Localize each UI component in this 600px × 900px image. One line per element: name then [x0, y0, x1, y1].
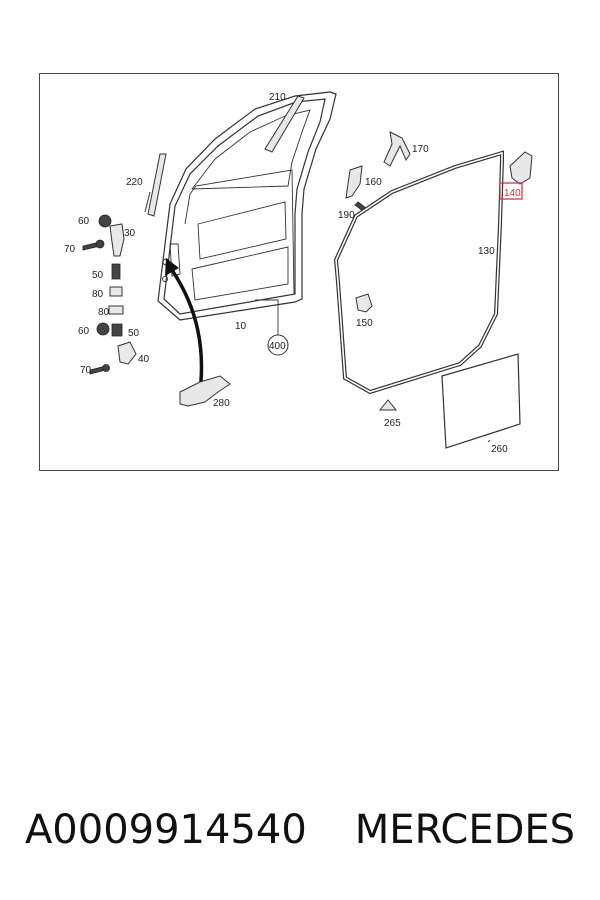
label-400: 400: [269, 341, 286, 352]
door-seal: [333, 150, 504, 395]
label-190: 190: [338, 210, 355, 221]
assembly-arrow: [170, 269, 204, 393]
label-150: 150: [356, 318, 373, 329]
part-number: A0009914540: [24, 807, 307, 853]
label-280: 280: [213, 398, 230, 409]
label-70: 70: [64, 244, 76, 255]
part-caption: A0009914540 MERCEDES: [0, 800, 600, 860]
label-10: 10: [235, 321, 247, 332]
label-80: 80: [98, 307, 110, 318]
label-70: 70: [80, 365, 92, 376]
brand-name: MERCEDES: [354, 807, 576, 853]
highlight-box: [499, 182, 523, 200]
label-260: 260: [491, 444, 508, 455]
label-140: 140: [504, 188, 521, 199]
protective-sheet: [441, 353, 521, 449]
parts-diagram: 210 220 170 160 190 140 130 60 70 30 50 …: [39, 73, 559, 471]
label-265: 265: [384, 418, 401, 429]
label-130: 130: [478, 246, 495, 257]
bracket: [345, 165, 363, 199]
door-exploded-view: 210 220 170 160 190 140 130 60 70 30 50 …: [64, 91, 533, 455]
label-40: 40: [138, 354, 150, 365]
seal-end-piece: [509, 151, 533, 185]
nut: [378, 399, 398, 411]
trim-panel: [144, 153, 167, 217]
label-30: 30: [124, 228, 136, 239]
label-220: 220: [126, 177, 143, 188]
clip: [355, 293, 373, 313]
door-frame: [157, 91, 337, 321]
hinge-hardware: [82, 214, 137, 375]
label-170: 170: [412, 144, 429, 155]
label-210: 210: [269, 92, 286, 103]
label-60: 60: [78, 216, 90, 227]
label-50: 50: [92, 270, 104, 281]
label-160: 160: [365, 177, 382, 188]
guide-rail: [179, 375, 231, 407]
label-80: 80: [92, 289, 104, 300]
label-50: 50: [128, 328, 140, 339]
window-seal: [264, 95, 305, 153]
door-check: [383, 131, 411, 167]
label-60: 60: [78, 326, 90, 337]
